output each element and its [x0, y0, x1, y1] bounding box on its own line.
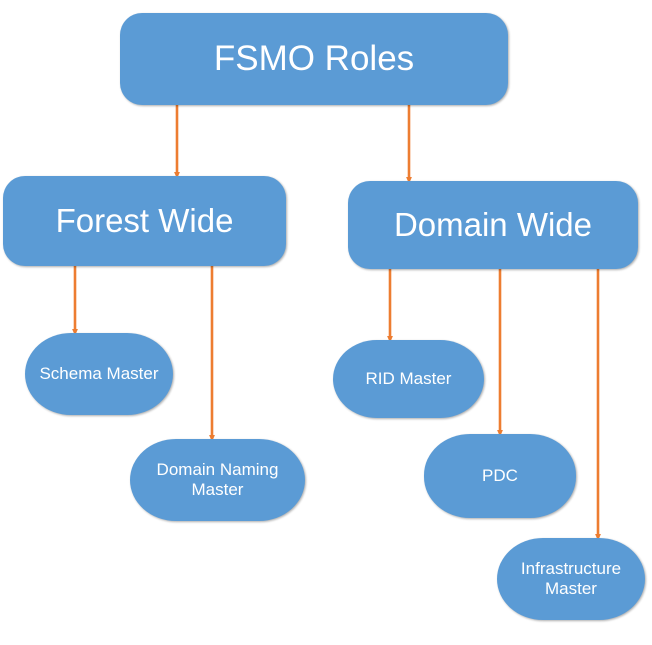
node-pdc[interactable]: PDC: [424, 434, 576, 518]
node-label: RID Master: [365, 369, 452, 389]
node-label: FSMO Roles: [213, 38, 415, 78]
node-schema-master[interactable]: Schema Master: [25, 333, 173, 415]
node-label: PDC: [482, 466, 518, 486]
node-domain-naming-master[interactable]: Domain Naming Master: [130, 439, 305, 521]
node-label: Domain Naming Master: [156, 460, 279, 499]
node-label: Schema Master: [39, 364, 159, 384]
node-forest-wide[interactable]: Forest Wide: [3, 176, 286, 266]
node-rid-master[interactable]: RID Master: [333, 340, 484, 418]
node-infrastructure-master[interactable]: Infrastructure Master: [497, 538, 645, 620]
node-domain-wide[interactable]: Domain Wide: [348, 181, 638, 269]
node-label: Domain Wide: [393, 205, 593, 243]
node-label: Forest Wide: [55, 201, 234, 239]
node-fsmo-roles[interactable]: FSMO Roles: [120, 13, 508, 105]
node-label: Infrastructure Master: [520, 559, 622, 598]
